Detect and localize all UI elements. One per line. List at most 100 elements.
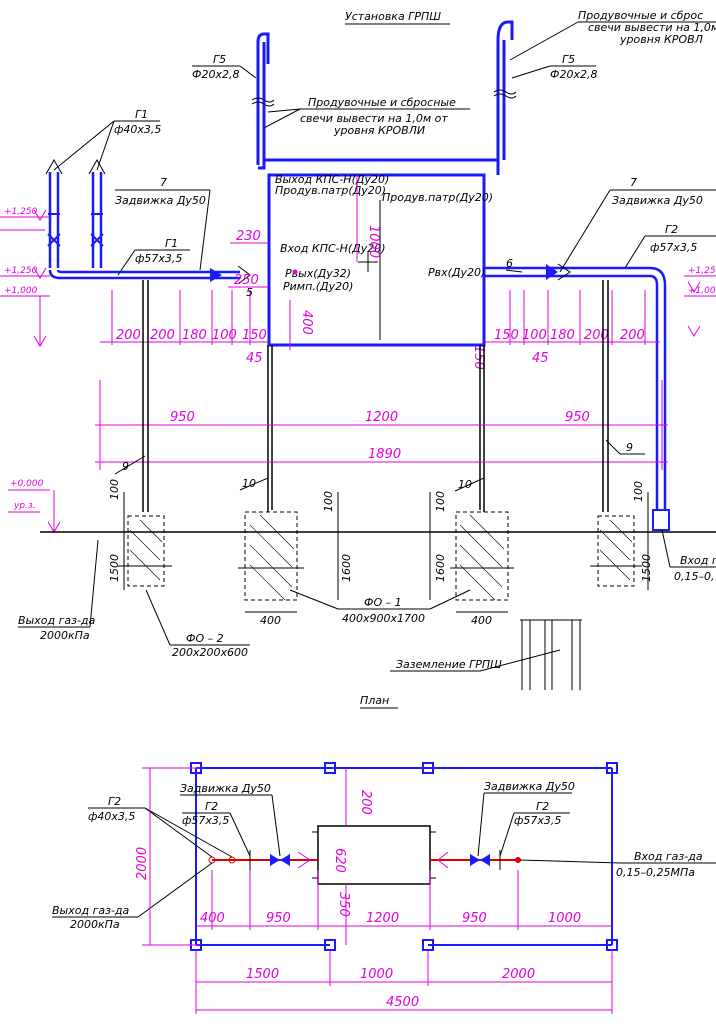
purge-right-label-1: Продувочные и сброс: [578, 9, 703, 22]
dim-250: 250: [234, 273, 259, 288]
level-1250a: +1,250: [4, 207, 38, 217]
level-1000: +1,000: [4, 286, 38, 296]
dim-200b: 200: [150, 328, 175, 343]
purge-mid-label-2: свечи вывести на 1,0м от: [300, 112, 448, 125]
valve-right-label: Задвижка Ду50: [612, 194, 703, 207]
level-marks-left: +1,250 +1,250 +1,000: [0, 207, 50, 347]
g2-right-size: ф57х3,5: [650, 241, 697, 254]
fo1-label: ФО – 1: [364, 596, 402, 609]
plan-title: План: [360, 694, 389, 707]
plan-dim-2000b: 2000: [502, 967, 535, 982]
plan-in-gas-2: 0,15–0,25МПа: [616, 866, 695, 879]
plan-g2-left-size: ф40х3,5: [88, 810, 135, 823]
level-1000r: +1,000: [688, 286, 716, 296]
plan-dim-1200: 1200: [366, 911, 399, 926]
g1-mid-label: Г1: [165, 237, 178, 250]
level-0: +0,000: [10, 479, 44, 489]
dim-400-a: 400: [260, 614, 281, 627]
prod-patr-left-label: Продув.патр(Ду20): [275, 184, 386, 197]
right-pipe: [484, 266, 667, 510]
left-risers: [48, 172, 240, 280]
grounding-rods: [520, 619, 582, 690]
level-1250b: +1,250: [4, 266, 38, 276]
plan-dim-1000: 1000: [548, 911, 581, 926]
plan-dim-350: 350: [336, 892, 351, 917]
dim-100a: 100: [212, 328, 237, 343]
pvyh-label: Рвых(Ду32): [285, 267, 351, 280]
in-gas-right-2: 0,15–0,: [674, 570, 715, 583]
in-gas-right-1: Вход г: [680, 554, 716, 567]
purge-right-label-3: уровня КРОВЛ: [619, 33, 703, 46]
num-6: 6: [506, 257, 513, 270]
num-7-right: 7: [630, 176, 637, 189]
num-5: 5: [246, 286, 253, 299]
plan-dim-1000b: 1000: [360, 967, 393, 982]
g1-top-size: ф40х3,5: [114, 123, 161, 136]
dim-400-vertical: 400: [299, 310, 314, 335]
plan-g2-right-size: ф57х3,5: [514, 814, 561, 827]
plan-g2-mid-size: ф57х3,5: [182, 814, 229, 827]
fo2-size: 200х200х600: [172, 646, 248, 659]
num-7-left: 7: [160, 176, 167, 189]
dim-230: 230: [236, 229, 261, 244]
plan-valve-right: Задвижка Ду50: [484, 780, 575, 793]
plan-g2-mid-label: Г2: [205, 800, 218, 813]
dim-100b: 100: [522, 328, 547, 343]
dim-45a: 45: [246, 351, 263, 366]
plan-dim-950a: 950: [266, 911, 291, 926]
plan-dim-4500: 4500: [386, 995, 419, 1010]
dim-400-b: 400: [471, 614, 492, 627]
plan-dim-400: 400: [200, 911, 225, 926]
dim-200a: 200: [116, 328, 141, 343]
purge-header-pipe: [258, 158, 500, 175]
dim-1200: 1200: [365, 410, 398, 425]
dim-45b: 45: [532, 351, 549, 366]
g5-right-label: Г5: [562, 53, 575, 66]
dim-150a: 150: [242, 328, 267, 343]
dim-100-f2: 100: [322, 491, 335, 512]
dim-1500-a: 1500: [108, 554, 121, 582]
out-kps-label: Выход КПС-Н(Ду20): [275, 173, 389, 186]
dim-1600-b: 1600: [434, 554, 447, 582]
g1-top-label: Г1: [135, 108, 148, 121]
dim-950b: 950: [565, 410, 590, 425]
dims-row-small: [100, 290, 660, 345]
g5-left-label: Г5: [213, 53, 226, 66]
plan-dim-1500: 1500: [246, 967, 279, 982]
dim-180a: 180: [182, 328, 207, 343]
level-1250r: +1,250: [688, 266, 716, 276]
dim-150-vertical: 150: [471, 345, 486, 370]
plan-dim-200: 200: [358, 790, 373, 815]
plan-out-gas-2: 2000кПа: [70, 918, 120, 931]
level-ground: ур.з.: [13, 501, 36, 511]
pimp-label: Римп.(Ду20): [283, 280, 353, 293]
plan-out-gas-1: Выход газ-да: [52, 904, 130, 917]
valve-left-label: Задвижка Ду50: [115, 194, 206, 207]
ground-level: +0,000 ур.з.: [8, 479, 716, 533]
num-10-left: 10: [242, 477, 256, 490]
dim-1600-a: 1600: [340, 554, 353, 582]
dims-row-large: [95, 380, 668, 470]
plan-valve-left: Задвижка Ду50: [180, 782, 271, 795]
purge-right-label-2: свечи вывести на 1,0м: [588, 21, 716, 34]
plan-in-gas-1: Вход газ-да: [634, 850, 703, 863]
purge-pipe-right: [496, 20, 514, 160]
dim-180b: 180: [550, 328, 575, 343]
dim-950a: 950: [170, 410, 195, 425]
fo1-size: 400х900х1700: [342, 612, 425, 625]
out-gas-left-1: Выход газ-да: [18, 614, 96, 627]
num-9-right: 9: [626, 441, 633, 454]
in-kps-label: Вход КПС-Н(Ду20): [280, 242, 386, 255]
num-9-left: 9: [122, 460, 129, 473]
dim-100-f1: 100: [108, 479, 121, 500]
plan-cabinet: [317, 825, 431, 885]
pvh-label: Рвх(Ду20): [428, 266, 485, 279]
dim-150b: 150: [494, 328, 519, 343]
g5-left-size: Ф20х2,8: [192, 68, 239, 81]
dim-1890: 1890: [368, 447, 401, 462]
plan-dim-620: 620: [332, 848, 347, 873]
dim-1000-vertical: 1000: [366, 225, 381, 258]
out-gas-left-2: 2000кПа: [40, 629, 90, 642]
